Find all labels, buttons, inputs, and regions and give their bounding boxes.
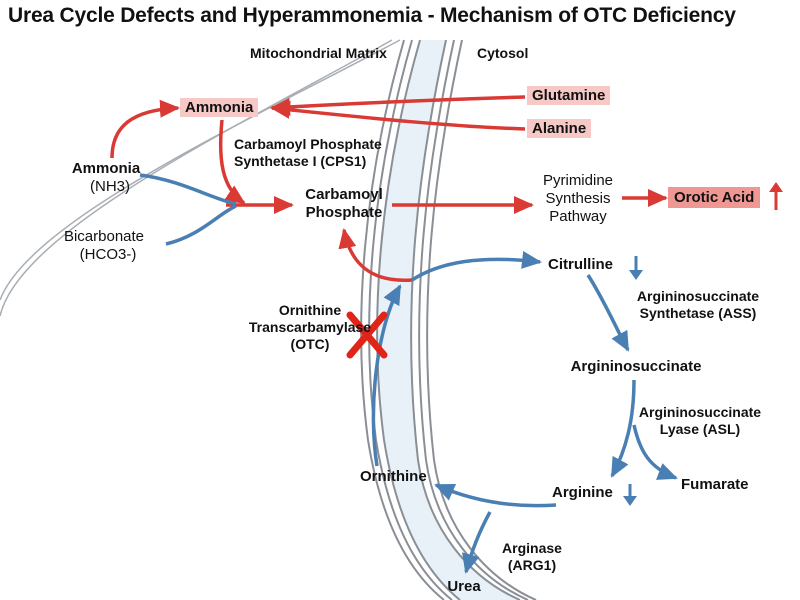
arginine-to-ornithine-arrow	[434, 483, 557, 508]
carbamoyl-to-otc-arrow	[338, 228, 413, 282]
carbamoyl-phosphate-label: Carbamoyl Phosphate	[305, 186, 383, 221]
ornithine-to-otc-arrow	[371, 284, 402, 467]
bicarbonate-formula: (HCO3-)	[79, 246, 137, 263]
ammonia-highlight: Ammonia	[180, 98, 259, 117]
page-title: Urea Cycle Defects and Hyperammonemia - …	[8, 4, 736, 27]
otc-enzyme-label: Ornithine Transcarbamylase (OTC)	[248, 302, 372, 352]
ammonia-label: Ammonia	[71, 160, 141, 177]
arginase-to-urea-arrow	[462, 511, 492, 574]
ornithine-label: Ornithine	[360, 468, 427, 485]
blue-down-arrow-icon	[623, 484, 637, 506]
glutamine-box: Glutamine	[527, 86, 611, 105]
mitochondrial-matrix-label: Mitochondrial Matrix	[250, 45, 387, 61]
asl-enzyme-label: Argininosuccinate Lyase (ASL)	[638, 404, 762, 437]
pyrimidine-pathway-label: Pyrimidine Synthesis Pathway	[542, 172, 614, 225]
alanine-to-ammonia-arrow	[270, 100, 526, 131]
cytosol-label: Cytosol	[477, 45, 529, 61]
ass-enzyme-label: Argininosuccinate Synthetase (ASS)	[636, 288, 760, 321]
cps1-enzyme-label: Carbamoyl Phosphate Synthetase I (CPS1)	[234, 136, 382, 169]
red-up-arrow-icon	[769, 182, 783, 210]
glutamine-to-ammonia-arrow	[270, 95, 526, 116]
urea-label: Urea	[447, 578, 481, 595]
orotic-acid-box: Orotic Acid	[668, 187, 761, 208]
otc-to-citrulline-arrow	[411, 250, 542, 282]
blue-down-arrow-icon	[629, 256, 643, 280]
red-x-icon	[346, 311, 388, 359]
argininosuccinate-label: Argininosuccinate	[570, 358, 702, 375]
alanine-box: Alanine	[527, 119, 592, 138]
mitochondrial-membrane	[0, 39, 537, 600]
argininosuccinate-to-arginine-arrow	[610, 379, 636, 478]
arginine-label: Arginine	[552, 484, 613, 501]
asl-to-fumarate-arrow	[632, 424, 678, 480]
ammonia-formula: (NH3)	[90, 178, 130, 195]
citrulline-to-argininosuccinate-arrow	[586, 274, 630, 352]
citrulline-label: Citrulline	[548, 256, 614, 273]
arginase-enzyme-label: Arginase (ARG1)	[502, 540, 562, 573]
ammonia-to-carbamoyl-arrow	[218, 119, 246, 205]
bicarbonate-label: Bicarbonate	[63, 228, 145, 245]
ammonia-to-highlight-arrow	[110, 99, 180, 159]
bicarbonate-input-line	[165, 204, 237, 246]
ammonia-nh3-input-line	[139, 173, 237, 206]
fumarate-label: Fumarate	[681, 476, 749, 493]
